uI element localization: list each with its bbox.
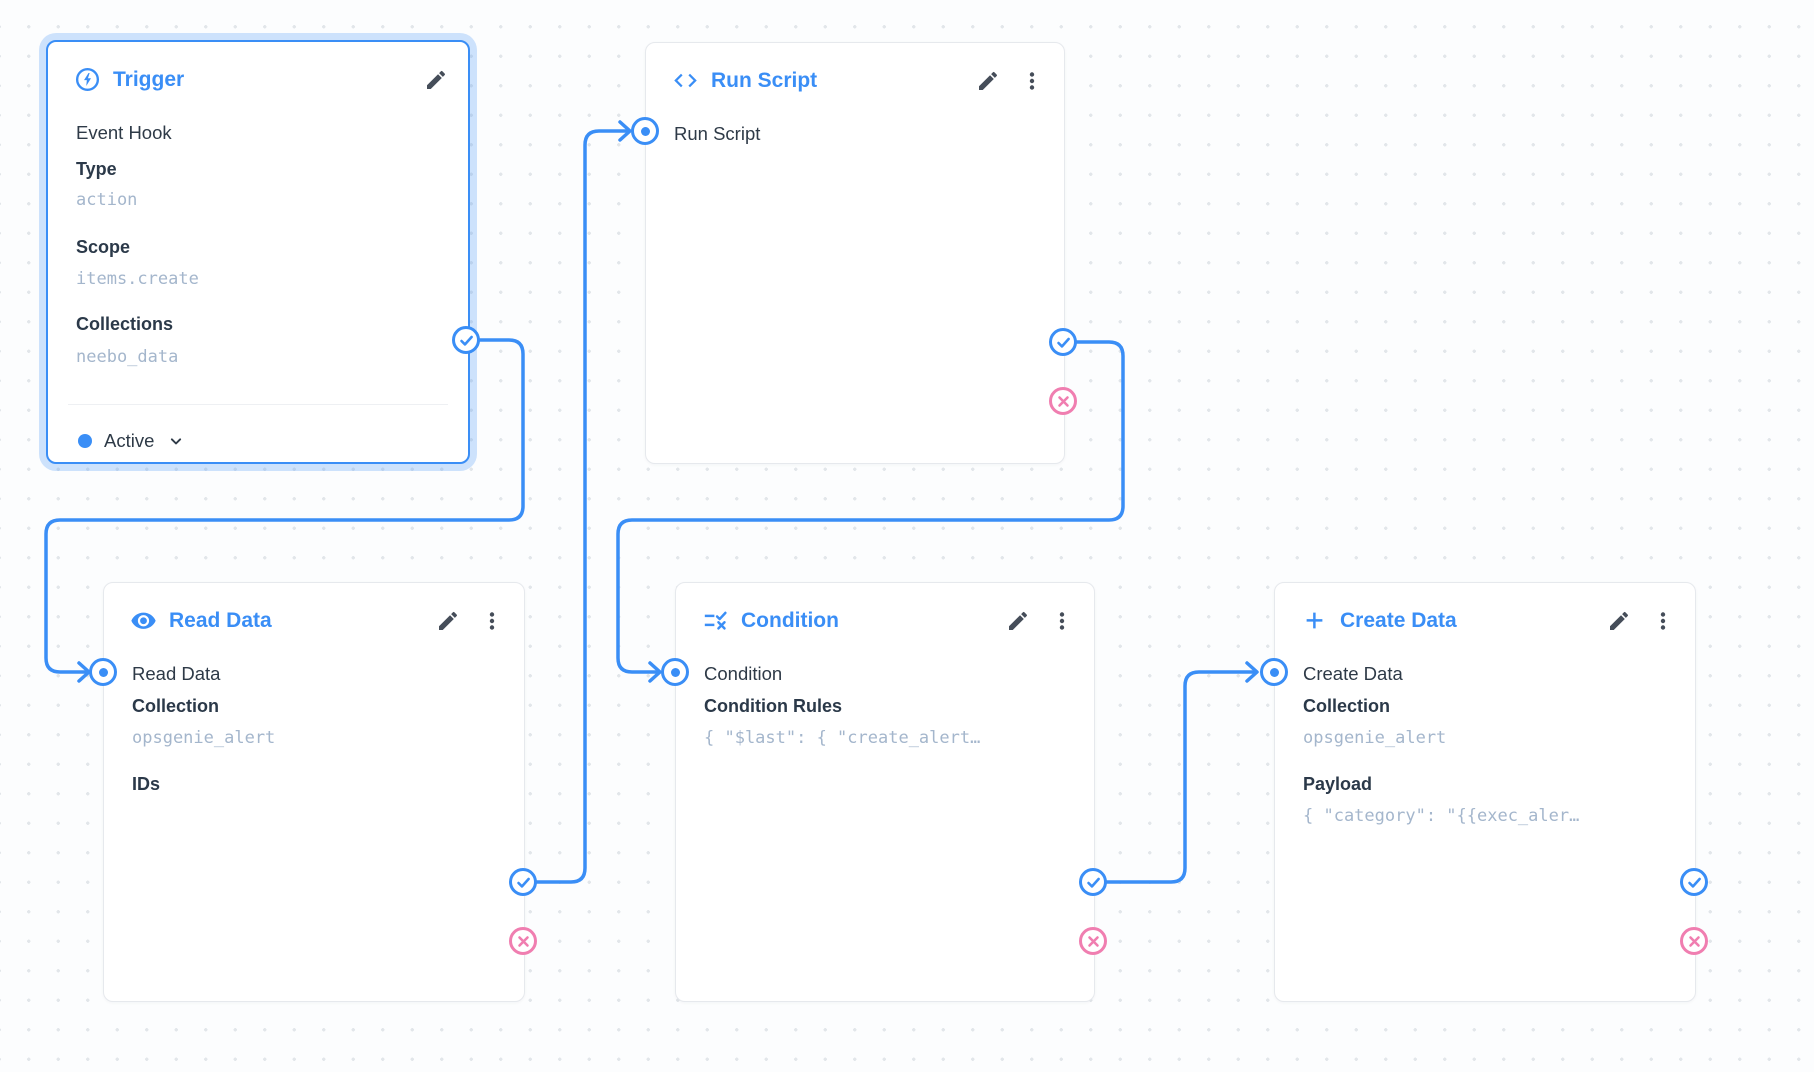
condition-input-port[interactable] [661, 658, 689, 686]
kebab-menu-icon[interactable] [1020, 69, 1044, 93]
node-title: Trigger [113, 67, 185, 91]
field-label: Scope [76, 237, 131, 257]
operation-label: Create Data [1303, 663, 1403, 684]
arrowhead-create-data [1245, 661, 1259, 683]
node-trigger[interactable]: Trigger Event Hook Type action Scope ite… [46, 40, 470, 464]
operation-label: Read Data [132, 663, 221, 684]
node-title: Condition [741, 608, 839, 632]
field-label: Collection [1303, 696, 1391, 716]
eye-icon [130, 607, 157, 634]
node-read-data[interactable]: Read Data Read Data Collection opsgenie_… [103, 582, 525, 1002]
bolt-circle-icon [74, 66, 101, 93]
field-value: { "category": "{{exec_aler… [1303, 806, 1580, 826]
kebab-menu-icon[interactable] [1050, 609, 1074, 633]
node-title: Run Script [711, 68, 818, 92]
trigger-kind: Event Hook [76, 122, 172, 143]
flow-status-dropdown[interactable]: Active [78, 420, 448, 462]
read-data-reject-port[interactable] [509, 927, 537, 955]
node-title: Read Data [169, 608, 272, 632]
create-data-reject-port[interactable] [1680, 927, 1708, 955]
edge-read-data-to-run-script [521, 129, 628, 884]
run-script-reject-port[interactable] [1049, 387, 1077, 415]
code-icon [672, 67, 699, 94]
status-dot [78, 434, 92, 448]
field-label: IDs [132, 774, 161, 794]
operation-label: Run Script [674, 123, 761, 144]
edit-icon[interactable] [976, 69, 1000, 93]
divider [68, 404, 448, 405]
arrowhead-condition [648, 661, 662, 683]
field-label: Type [76, 159, 117, 179]
field-value: action [76, 190, 138, 210]
edit-icon[interactable] [424, 68, 448, 92]
create-data-input-port[interactable] [1260, 658, 1288, 686]
read-data-resolve-port[interactable] [509, 868, 537, 896]
condition-resolve-port[interactable] [1079, 868, 1107, 896]
node-run-script[interactable]: Run Script Run Script [645, 42, 1065, 464]
kebab-menu-icon[interactable] [1651, 609, 1675, 633]
chevron-down-icon [171, 438, 182, 445]
create-data-resolve-port[interactable] [1680, 868, 1708, 896]
node-create-data[interactable]: Create Data Create Data Collection opsge… [1274, 582, 1696, 1002]
run-script-resolve-port[interactable] [1049, 328, 1077, 356]
node-title: Create Data [1340, 608, 1457, 632]
run-script-input-port[interactable] [631, 117, 659, 145]
arrowhead-run-script [618, 120, 632, 142]
status-text: Active [104, 430, 155, 451]
rule-icon [702, 607, 729, 634]
field-value: neebo_data [76, 347, 179, 367]
field-label: Collections [76, 314, 174, 334]
field-label: Collection [132, 696, 220, 716]
field-value: items.create [76, 269, 199, 289]
kebab-menu-icon[interactable] [480, 609, 504, 633]
condition-reject-port[interactable] [1079, 927, 1107, 955]
edit-icon[interactable] [1607, 609, 1631, 633]
trigger-resolve-port[interactable] [452, 326, 480, 354]
field-label: Payload [1303, 774, 1373, 794]
edit-icon[interactable] [1006, 609, 1030, 633]
read-data-input-port[interactable] [89, 658, 117, 686]
arrowhead-read-data [77, 661, 91, 683]
plus-icon [1301, 607, 1328, 634]
operation-label: Condition [704, 663, 783, 684]
edit-icon[interactable] [436, 609, 460, 633]
edge-condition-to-create-data [1091, 670, 1255, 884]
field-value: opsgenie_alert [132, 728, 276, 748]
field-value: opsgenie_alert [1303, 728, 1447, 748]
field-value: { "$last": { "create_alert… [704, 728, 981, 748]
field-label: Condition Rules [704, 696, 842, 716]
node-condition[interactable]: Condition Condition Condition Rules { "$… [675, 582, 1095, 1002]
